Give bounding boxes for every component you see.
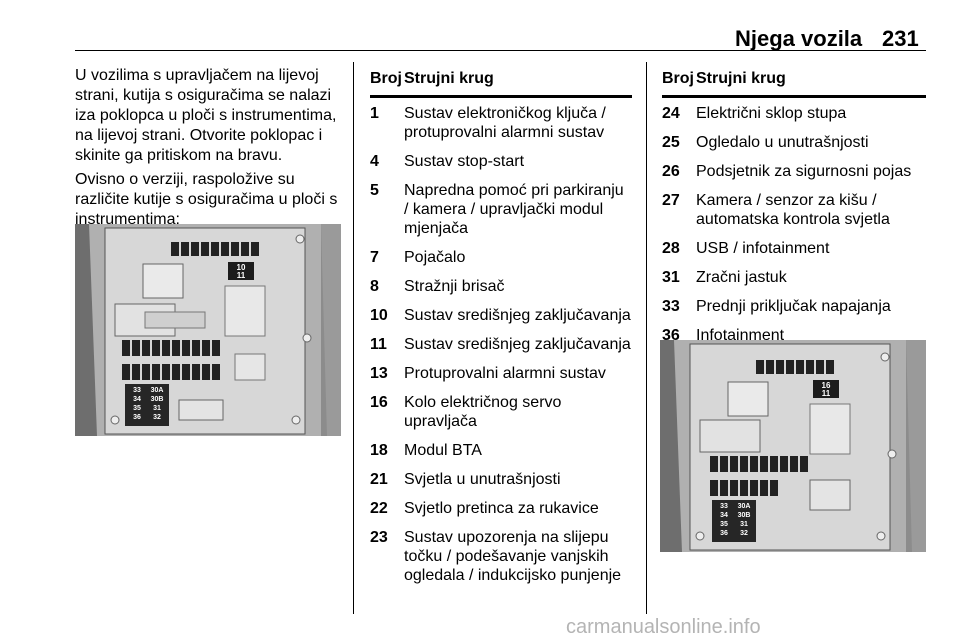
fuse-label: 31 xyxy=(740,521,748,528)
fuse-label: 35 xyxy=(133,405,141,412)
fuse-label: 36 xyxy=(133,414,141,421)
col-header-number: Broj xyxy=(370,70,402,87)
col-header-circuit: Strujni krug xyxy=(404,70,494,87)
table-header: Broj Strujni krug xyxy=(662,70,926,98)
table-header: Broj Strujni krug xyxy=(370,70,632,98)
fuse-label: 34 xyxy=(133,396,141,403)
fuse-label: 31 xyxy=(153,405,161,412)
column-divider xyxy=(646,62,647,614)
fuse-label: 30A xyxy=(737,503,751,510)
fuse-label: 34 xyxy=(720,512,728,519)
header-rule xyxy=(75,50,926,51)
page-number: 231 xyxy=(882,26,919,51)
fuse-label: 10 xyxy=(236,263,246,272)
col-header-circuit: Strujni krug xyxy=(696,70,786,87)
fuse-box-drawing xyxy=(75,224,341,436)
watermark: carmanualsonline.info xyxy=(566,616,761,638)
fuse-label: 36 xyxy=(720,530,728,537)
fuse-box-illustration: 10 11 33 30A 34 30B 35 31 36 32 xyxy=(75,224,341,436)
fuse-label: 33 xyxy=(133,387,141,394)
intro-paragraph: Ovisno o verziji, raspoložive su različi… xyxy=(75,171,338,228)
fuse-label: 30B xyxy=(737,512,751,519)
fuse-label: 33 xyxy=(720,503,728,510)
intro-paragraph: U vozilima s upravljačem na lijevoj stra… xyxy=(75,67,337,164)
column-divider xyxy=(353,62,354,614)
section-title: Njega vozila xyxy=(735,26,863,51)
fuse-box-illustration-2: 16 11 33 30A 34 30B 35 31 36 32 xyxy=(660,340,926,552)
fuse-label: 32 xyxy=(740,530,748,537)
fuse-label: 11 xyxy=(236,271,246,280)
fuse-label: 30A xyxy=(150,387,164,394)
fuse-label: 11 xyxy=(821,389,831,398)
page-header: Njega vozila 231 xyxy=(0,0,960,60)
col-header-number: Broj xyxy=(662,70,694,87)
fuse-box-drawing xyxy=(660,340,926,552)
fuse-label: 32 xyxy=(153,414,161,421)
fuse-label: 30B xyxy=(150,396,164,403)
intro-text: U vozilima s upravljačem na lijevoj stra… xyxy=(75,66,347,234)
fuse-label: 35 xyxy=(720,521,728,528)
fuse-label: 16 xyxy=(821,381,831,390)
